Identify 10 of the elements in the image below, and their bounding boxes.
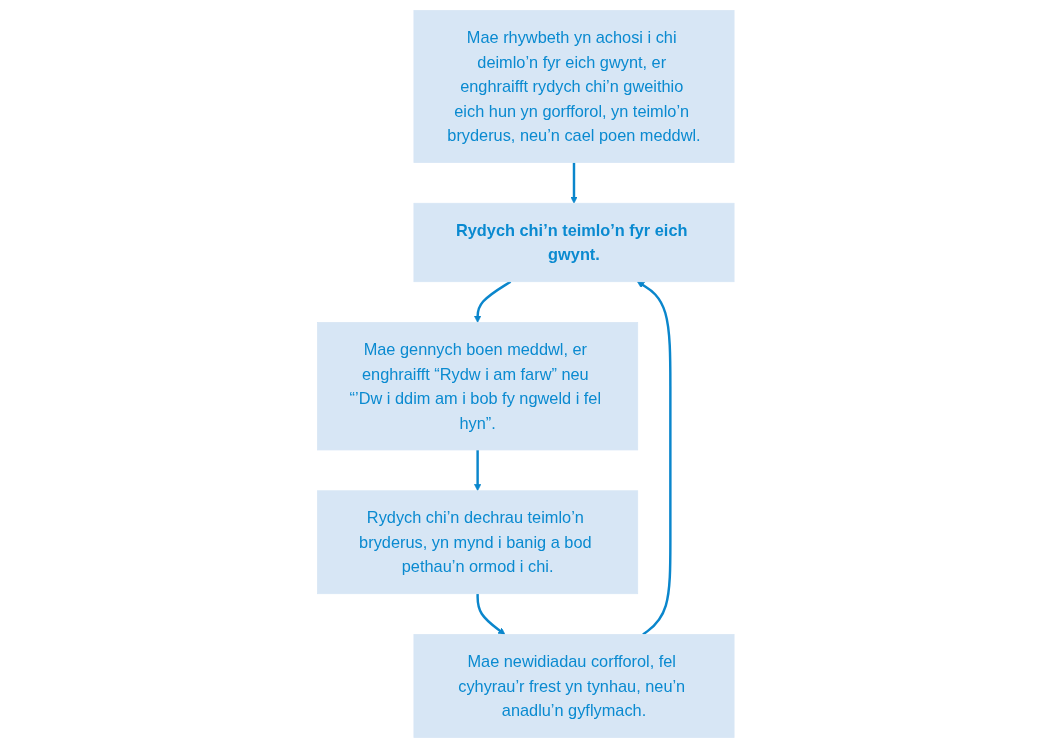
arrow [474, 449, 482, 491]
node-box: Rydych chi’n teimlo’n fyr eich gwynt. [413, 202, 735, 282]
node-box: Mae rhywbeth yn achosi i chi deimlo’n fyr eich gwynt, er enghraifft rydych chi’n gweithio eich hun yn gorfforol, yn teimlo’n bryderus, neu’n cael poen meddwl. [413, 9, 735, 163]
arrow [476, 593, 506, 635]
node-box: Mae newidiadau corfforol, fel cyhyrau’r frest yn tynhau, neu’n anadlu’n gyflymach. [413, 633, 735, 738]
node-box: Rydych chi’n dechrau teimlo’n bryderus, yn mynd i banig a bod pethau’n ormod i chi. [317, 489, 639, 594]
arrow [474, 280, 512, 323]
arrow [570, 161, 578, 204]
arrow [637, 280, 672, 636]
node-box: Mae gennych boen meddwl, er enghraifft “Rydw i am farw” neu “’Dw i ddim am i bob fy ngweld i fel hyn”. [317, 321, 639, 450]
